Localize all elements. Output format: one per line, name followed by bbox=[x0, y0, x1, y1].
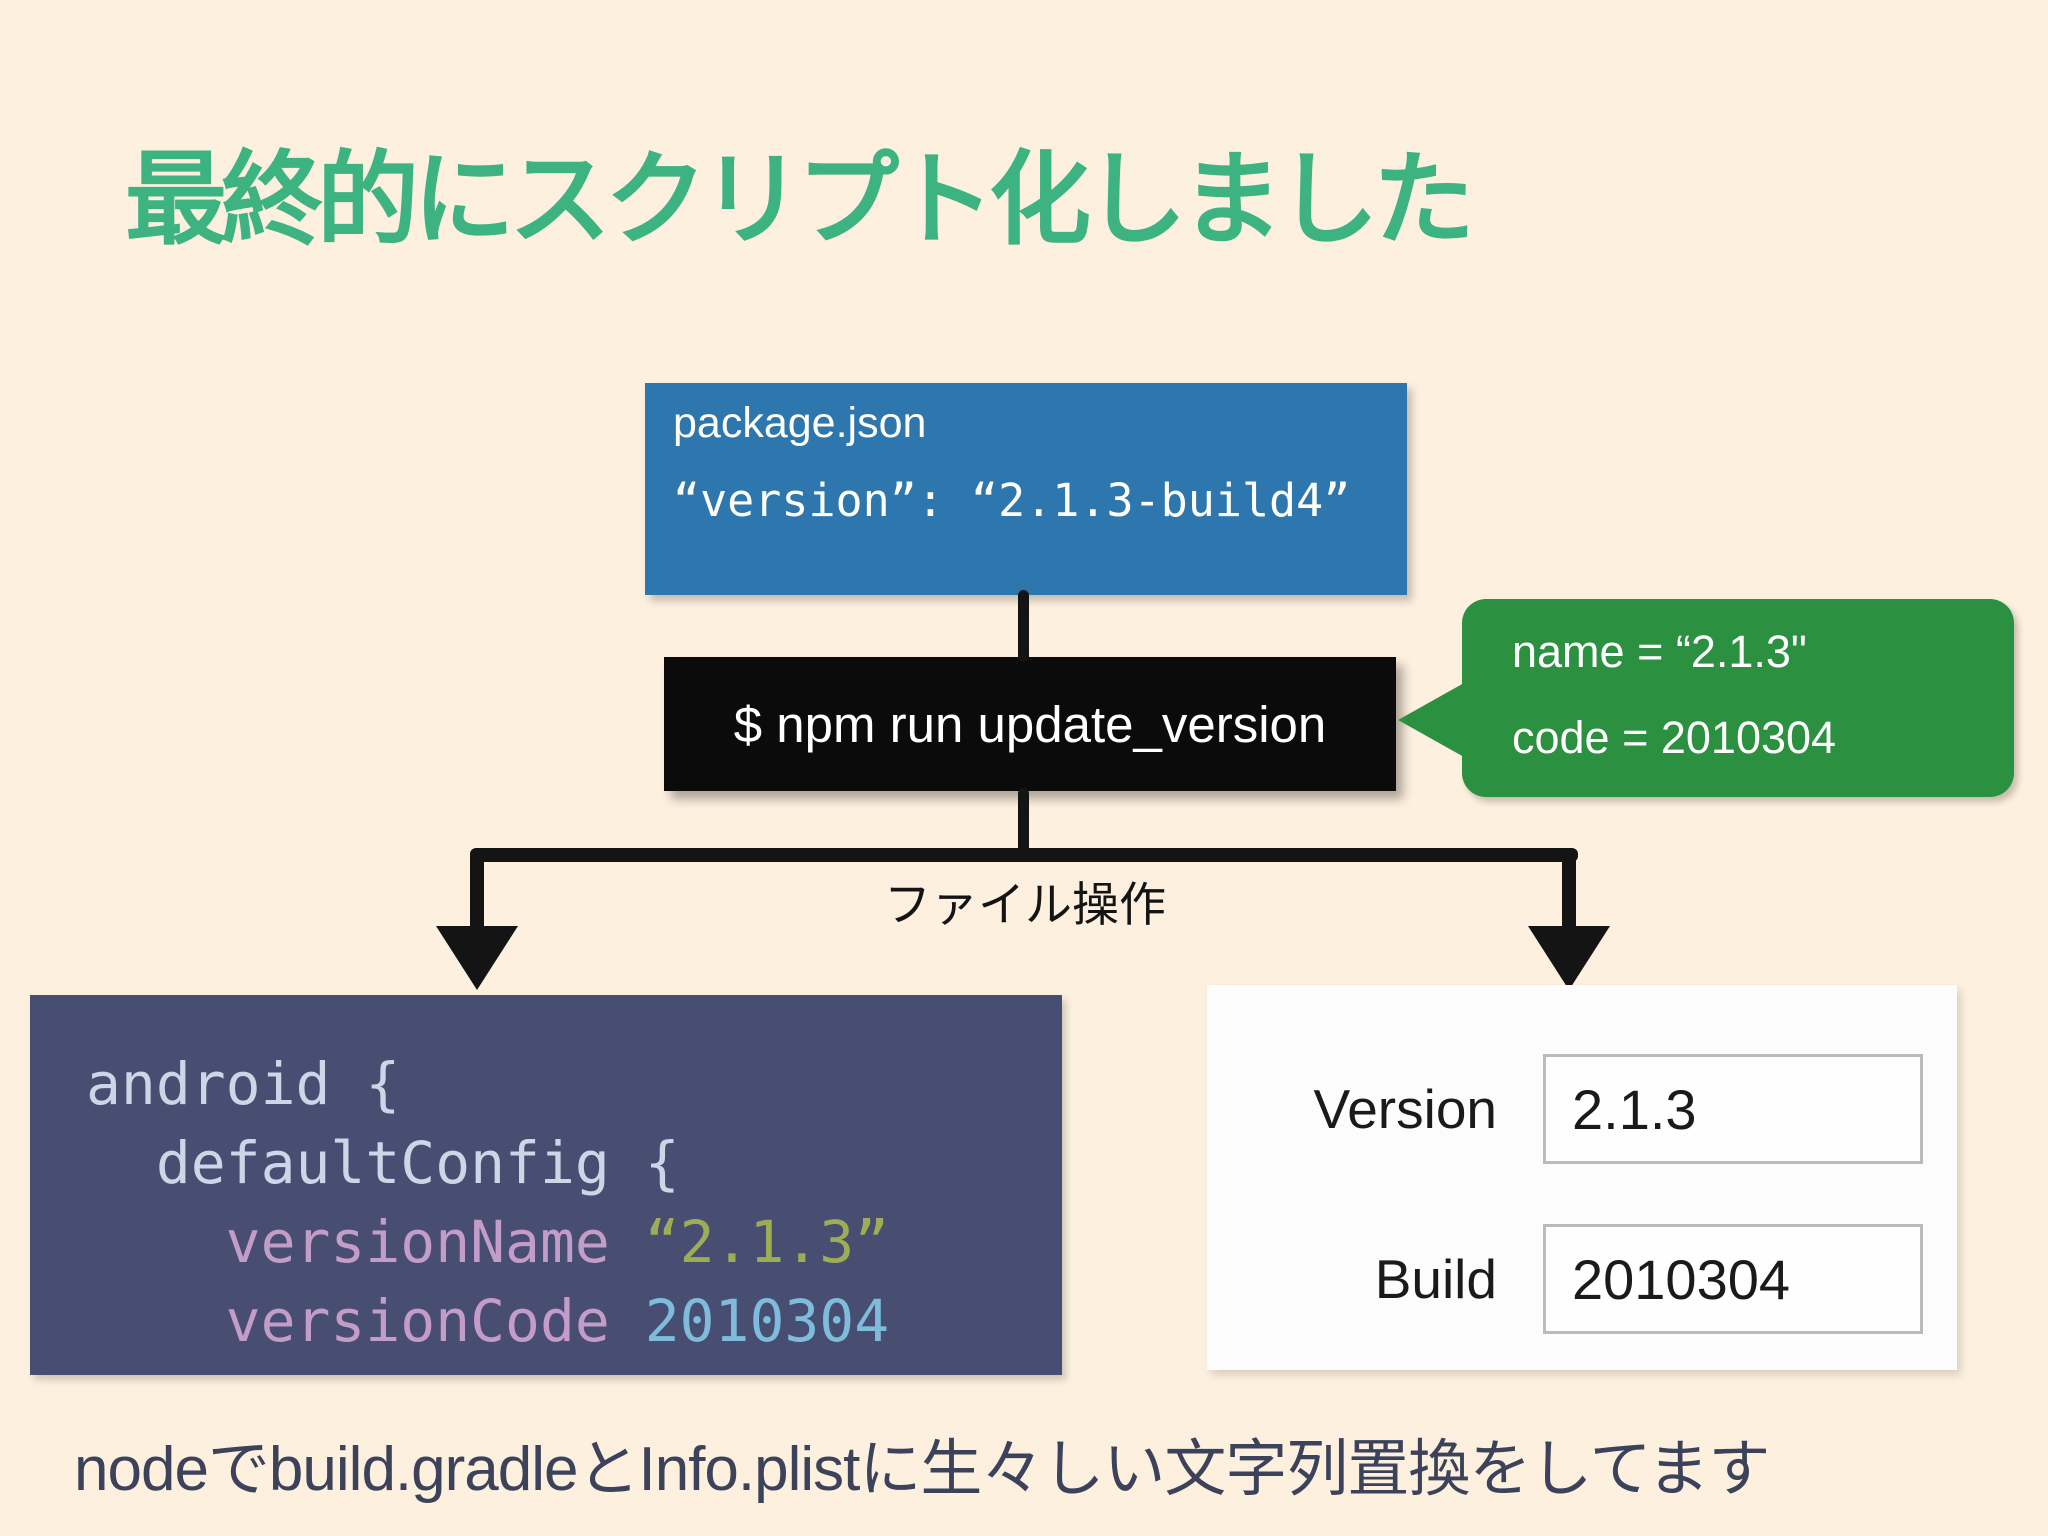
file-operation-label: ファイル操作 bbox=[884, 878, 1166, 931]
connector-horizontal bbox=[470, 848, 1578, 862]
slide-footer-note: nodeでbuild.gradleとInfo.plistに生々しい文字列置換をし… bbox=[74, 1435, 1770, 1504]
arrowhead-right-icon bbox=[1528, 926, 1610, 990]
package-json-box: package.json “version”: “2.1.3-build4” bbox=[645, 383, 1407, 595]
callout-tail-icon bbox=[1398, 683, 1464, 757]
npm-command-box: $ npm run update_version bbox=[664, 657, 1396, 791]
build-row: Build 2010304 bbox=[1245, 1221, 1923, 1337]
callout-code-line: code = 2010304 bbox=[1512, 712, 1837, 763]
build-gradle-box: android { defaultConfig { versionName “2… bbox=[30, 995, 1062, 1375]
version-label: Version bbox=[1313, 1078, 1497, 1140]
version-field: 2.1.3 bbox=[1543, 1054, 1923, 1164]
gradle-versionname-value: “2.1.3” bbox=[644, 1208, 890, 1276]
package-json-version-line: “version”: “2.1.3-build4” bbox=[673, 474, 1351, 527]
build-field: 2010304 bbox=[1543, 1224, 1923, 1334]
gradle-versioncode-key: versionCode bbox=[86, 1287, 645, 1355]
xcode-version-panel: Version 2.1.3 Build 2010304 bbox=[1207, 985, 1957, 1370]
npm-command-text: $ npm run update_version bbox=[733, 695, 1327, 753]
slide-title: 最終的にスクリプト化しました bbox=[125, 143, 1475, 257]
gradle-versionname-key: versionName bbox=[86, 1208, 645, 1276]
package-json-filename: package.json bbox=[673, 399, 927, 447]
version-row: Version 2.1.3 bbox=[1245, 1051, 1923, 1167]
connector-left-stem bbox=[470, 852, 484, 936]
gradle-code: android { defaultConfig { versionName “2… bbox=[30, 995, 1062, 1361]
callout-name-line: name = “2.1.3" bbox=[1512, 626, 1807, 677]
gradle-line-defaultconfig: defaultConfig { bbox=[86, 1129, 680, 1197]
connector-right-stem bbox=[1562, 852, 1576, 936]
result-callout-bubble: name = “2.1.3" code = 2010304 bbox=[1398, 599, 2014, 797]
gradle-line-android: android { bbox=[86, 1050, 401, 1118]
connector-package-to-command bbox=[1018, 590, 1029, 662]
arrowhead-left-icon bbox=[436, 926, 518, 990]
build-label: Build bbox=[1374, 1248, 1497, 1310]
gradle-versioncode-value: 2010304 bbox=[644, 1287, 890, 1355]
connector-command-down bbox=[1018, 788, 1029, 854]
